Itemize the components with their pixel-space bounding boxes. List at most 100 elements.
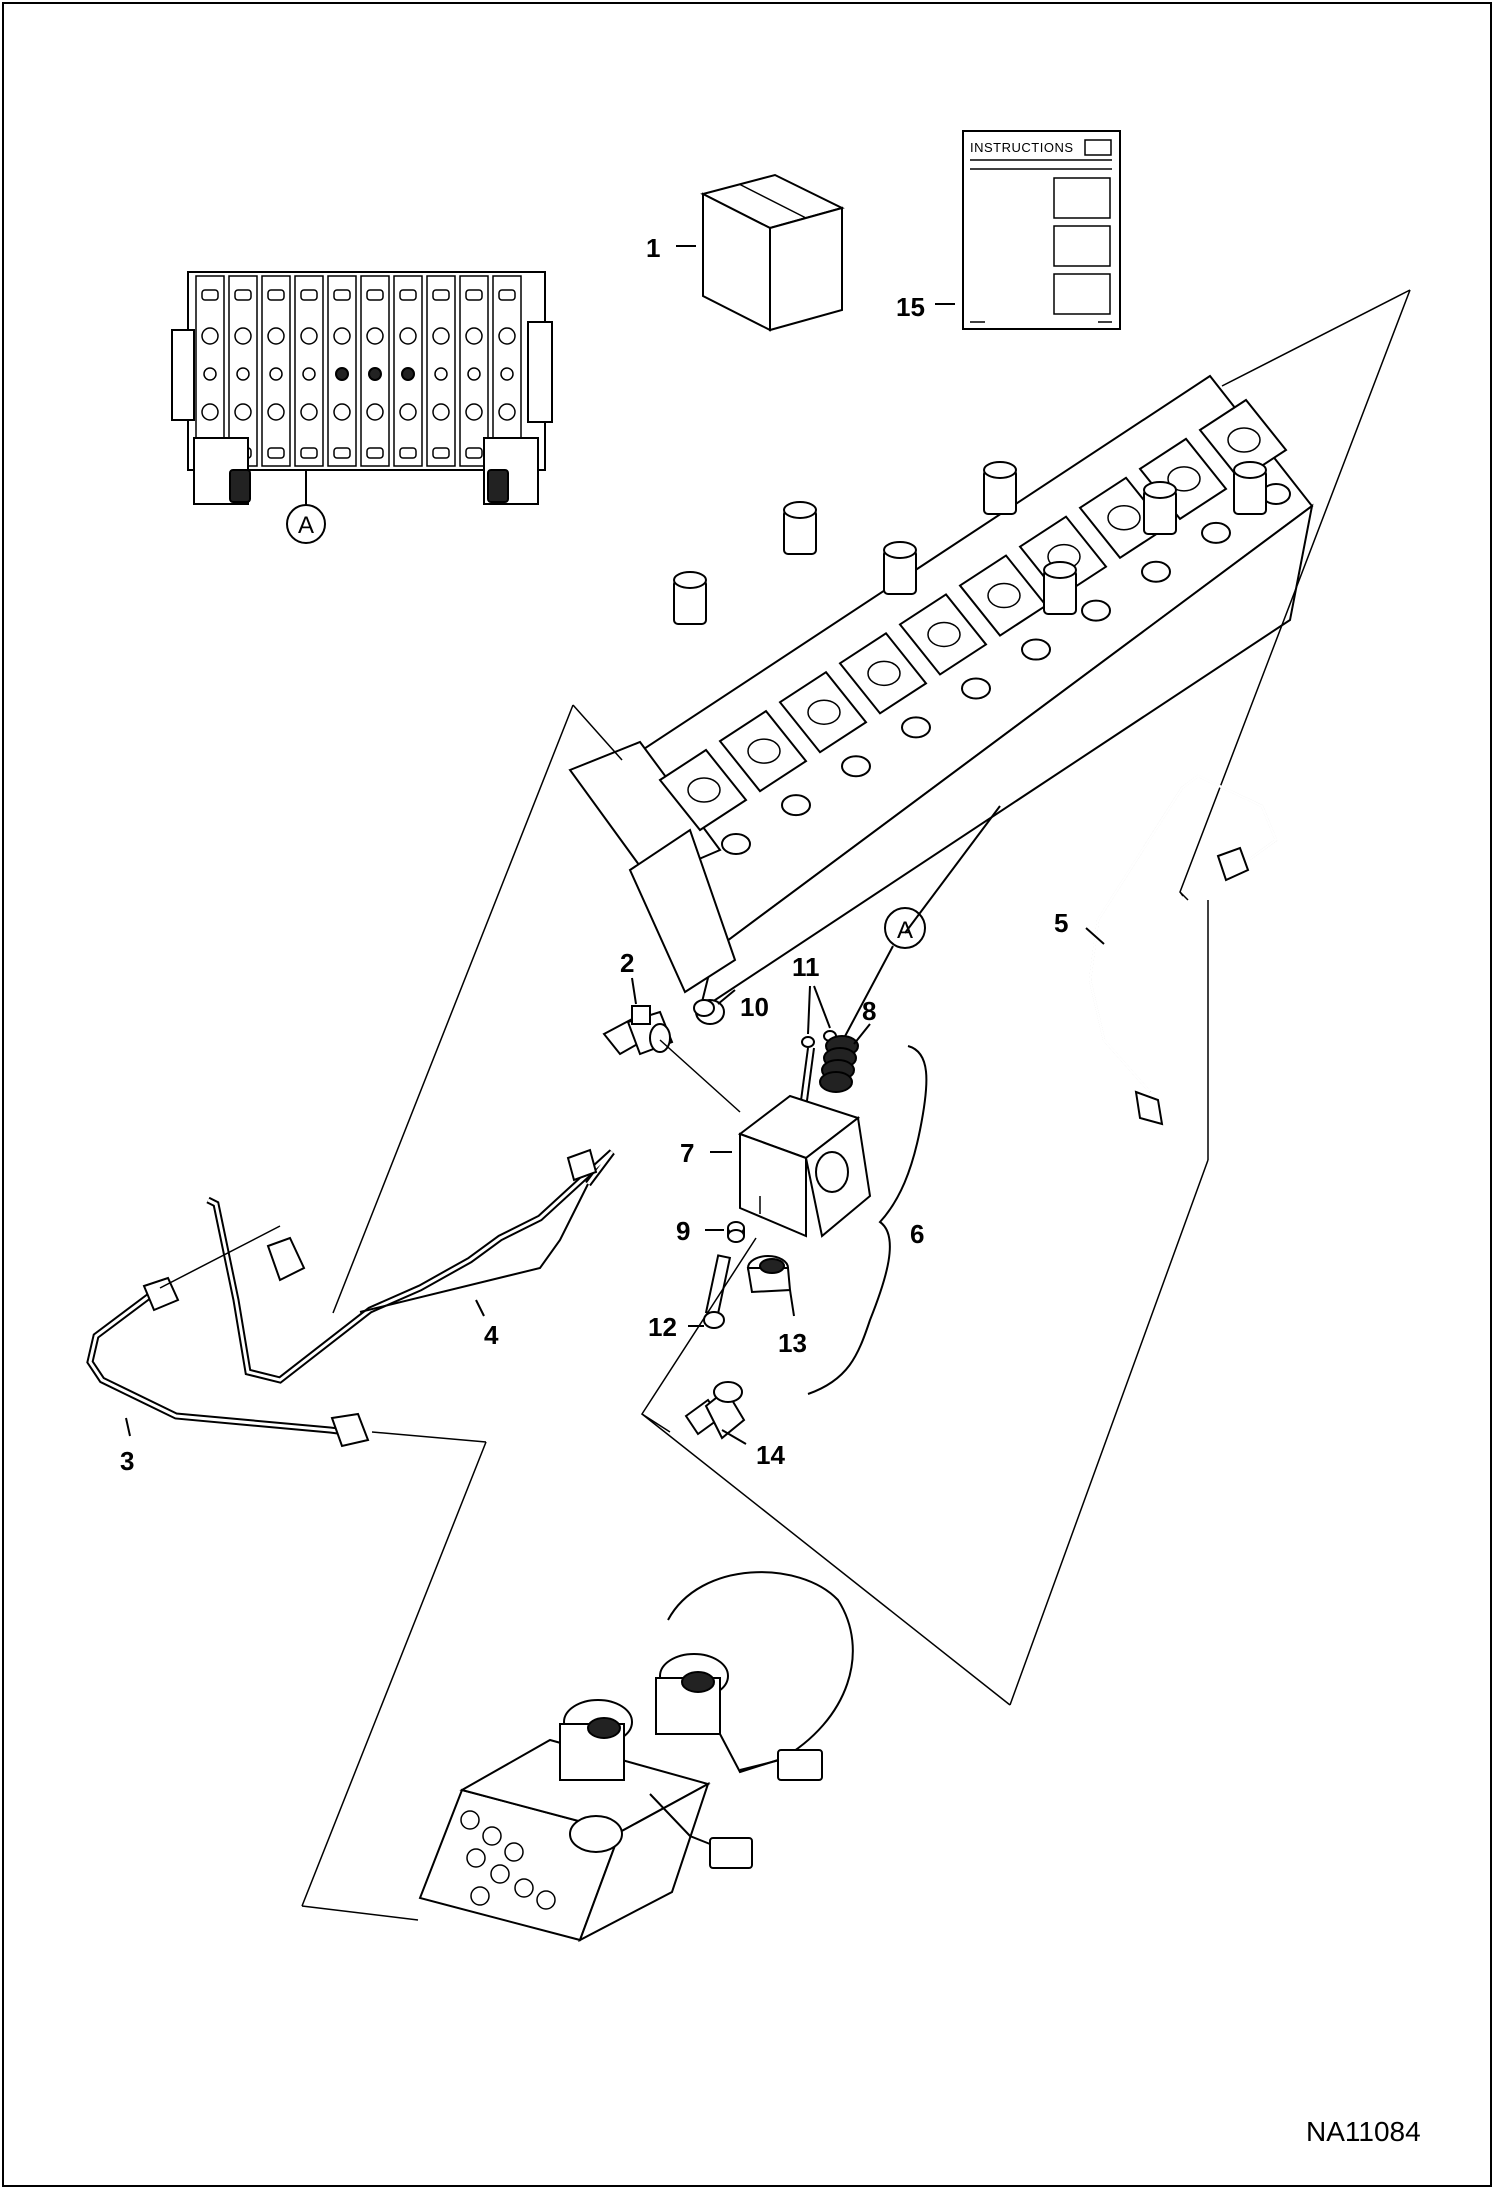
valve-module (718, 709, 808, 793)
port-circle (434, 367, 448, 381)
port-circle (269, 367, 283, 381)
block-port (504, 1842, 524, 1862)
module-port (687, 777, 721, 803)
module-fitting (781, 794, 811, 817)
block-port (460, 1810, 480, 1830)
callout-4: 4 (484, 1320, 499, 1350)
leader-8 (853, 1023, 871, 1045)
valve-module (1198, 398, 1288, 482)
port-circle (300, 327, 318, 345)
callout-6: 6 (910, 1219, 924, 1249)
leader-13 (789, 1289, 795, 1317)
valve-section (261, 275, 291, 467)
module-fitting (901, 716, 931, 739)
spool-cap (201, 289, 219, 301)
callout-8: 8 (862, 996, 876, 1026)
valve-section (393, 275, 423, 467)
port-circle (467, 367, 481, 381)
port-circle (465, 403, 483, 421)
bolts-11 (799, 1030, 837, 1109)
callout-5: 5 (1054, 908, 1068, 938)
module-fitting (721, 833, 751, 855)
module-port (987, 582, 1021, 609)
leader-4 (475, 1299, 485, 1317)
port-circle (465, 327, 483, 345)
outline-left-upper (332, 704, 574, 1314)
cartridge-8 (819, 1035, 859, 1093)
control-valve-front-view (171, 271, 553, 505)
port-circle (267, 327, 285, 345)
elbow-fitting-2 (602, 1005, 674, 1056)
leader-11a (807, 985, 811, 1035)
block-port (490, 1864, 510, 1884)
fitting-top (1143, 481, 1177, 499)
callout-13: 13 (778, 1328, 807, 1358)
plug-10 (693, 999, 725, 1025)
port-circle (366, 327, 384, 345)
valve-section (459, 275, 489, 467)
callout-3: 3 (120, 1446, 134, 1476)
port-circle (498, 403, 516, 421)
port-circle (236, 367, 250, 381)
valve-section (294, 275, 324, 467)
port-circle (201, 327, 219, 345)
port-circle (234, 403, 252, 421)
port-circle (300, 403, 318, 421)
leader-5 (1085, 927, 1105, 945)
module-fitting (1141, 560, 1171, 583)
leader-3 (125, 1417, 131, 1437)
callout-14: 14 (756, 1440, 785, 1470)
callout-2: 2 (620, 948, 634, 978)
outline-tube3 (371, 1431, 487, 1443)
elbow-fitting-14 (684, 1381, 746, 1440)
reference-A-assembly (884, 907, 926, 949)
block-port (514, 1878, 534, 1898)
plug-9 (727, 1221, 745, 1243)
callout-15: 15 (896, 292, 925, 322)
leader-A-upper (904, 805, 1001, 934)
valve-section (426, 275, 456, 467)
group-6-bracket (807, 1045, 928, 1395)
module-fitting (961, 677, 991, 700)
spool-cap (333, 447, 351, 459)
spool-cap (366, 447, 384, 459)
module-port (1167, 466, 1201, 492)
tube-3 (86, 1225, 370, 1448)
block-port (466, 1848, 486, 1868)
reference-A-assembly-label: A (897, 917, 913, 944)
package-box-icon (700, 173, 845, 332)
spool-cap (399, 447, 417, 459)
tube-5 (1088, 774, 1278, 1126)
tube-4 (206, 1148, 615, 1384)
port-circle (366, 403, 384, 421)
module-port (867, 660, 901, 687)
spool-cap (300, 447, 318, 459)
spool-cap (399, 289, 417, 301)
port-circle (267, 403, 285, 421)
port-circle (368, 367, 382, 381)
control-valve-assembly (568, 374, 1314, 1013)
block-port (482, 1826, 502, 1846)
port-circle (399, 327, 417, 345)
spool-cap (465, 447, 483, 459)
drawing-id: NA11084 (1306, 2116, 1421, 2147)
port-circle (401, 367, 415, 381)
spool-cap (333, 289, 351, 301)
leader-11b (813, 985, 831, 1029)
spool-cap (234, 289, 252, 301)
spool-cap (366, 289, 384, 301)
module-fitting (841, 755, 871, 778)
leader-10 (717, 989, 736, 1005)
port-circle (333, 327, 351, 345)
reference-A-small (286, 504, 326, 544)
spool-cap (432, 447, 450, 459)
spool-cap (465, 289, 483, 301)
port-circle (498, 327, 516, 345)
callout-1: 1 (646, 233, 660, 263)
spool-cap (498, 289, 516, 301)
module-port (1107, 505, 1141, 531)
valve-module (898, 593, 988, 676)
leader-2 (631, 977, 637, 1005)
instruction-sheet-icon: INSTRUCTIONS (962, 130, 1121, 330)
